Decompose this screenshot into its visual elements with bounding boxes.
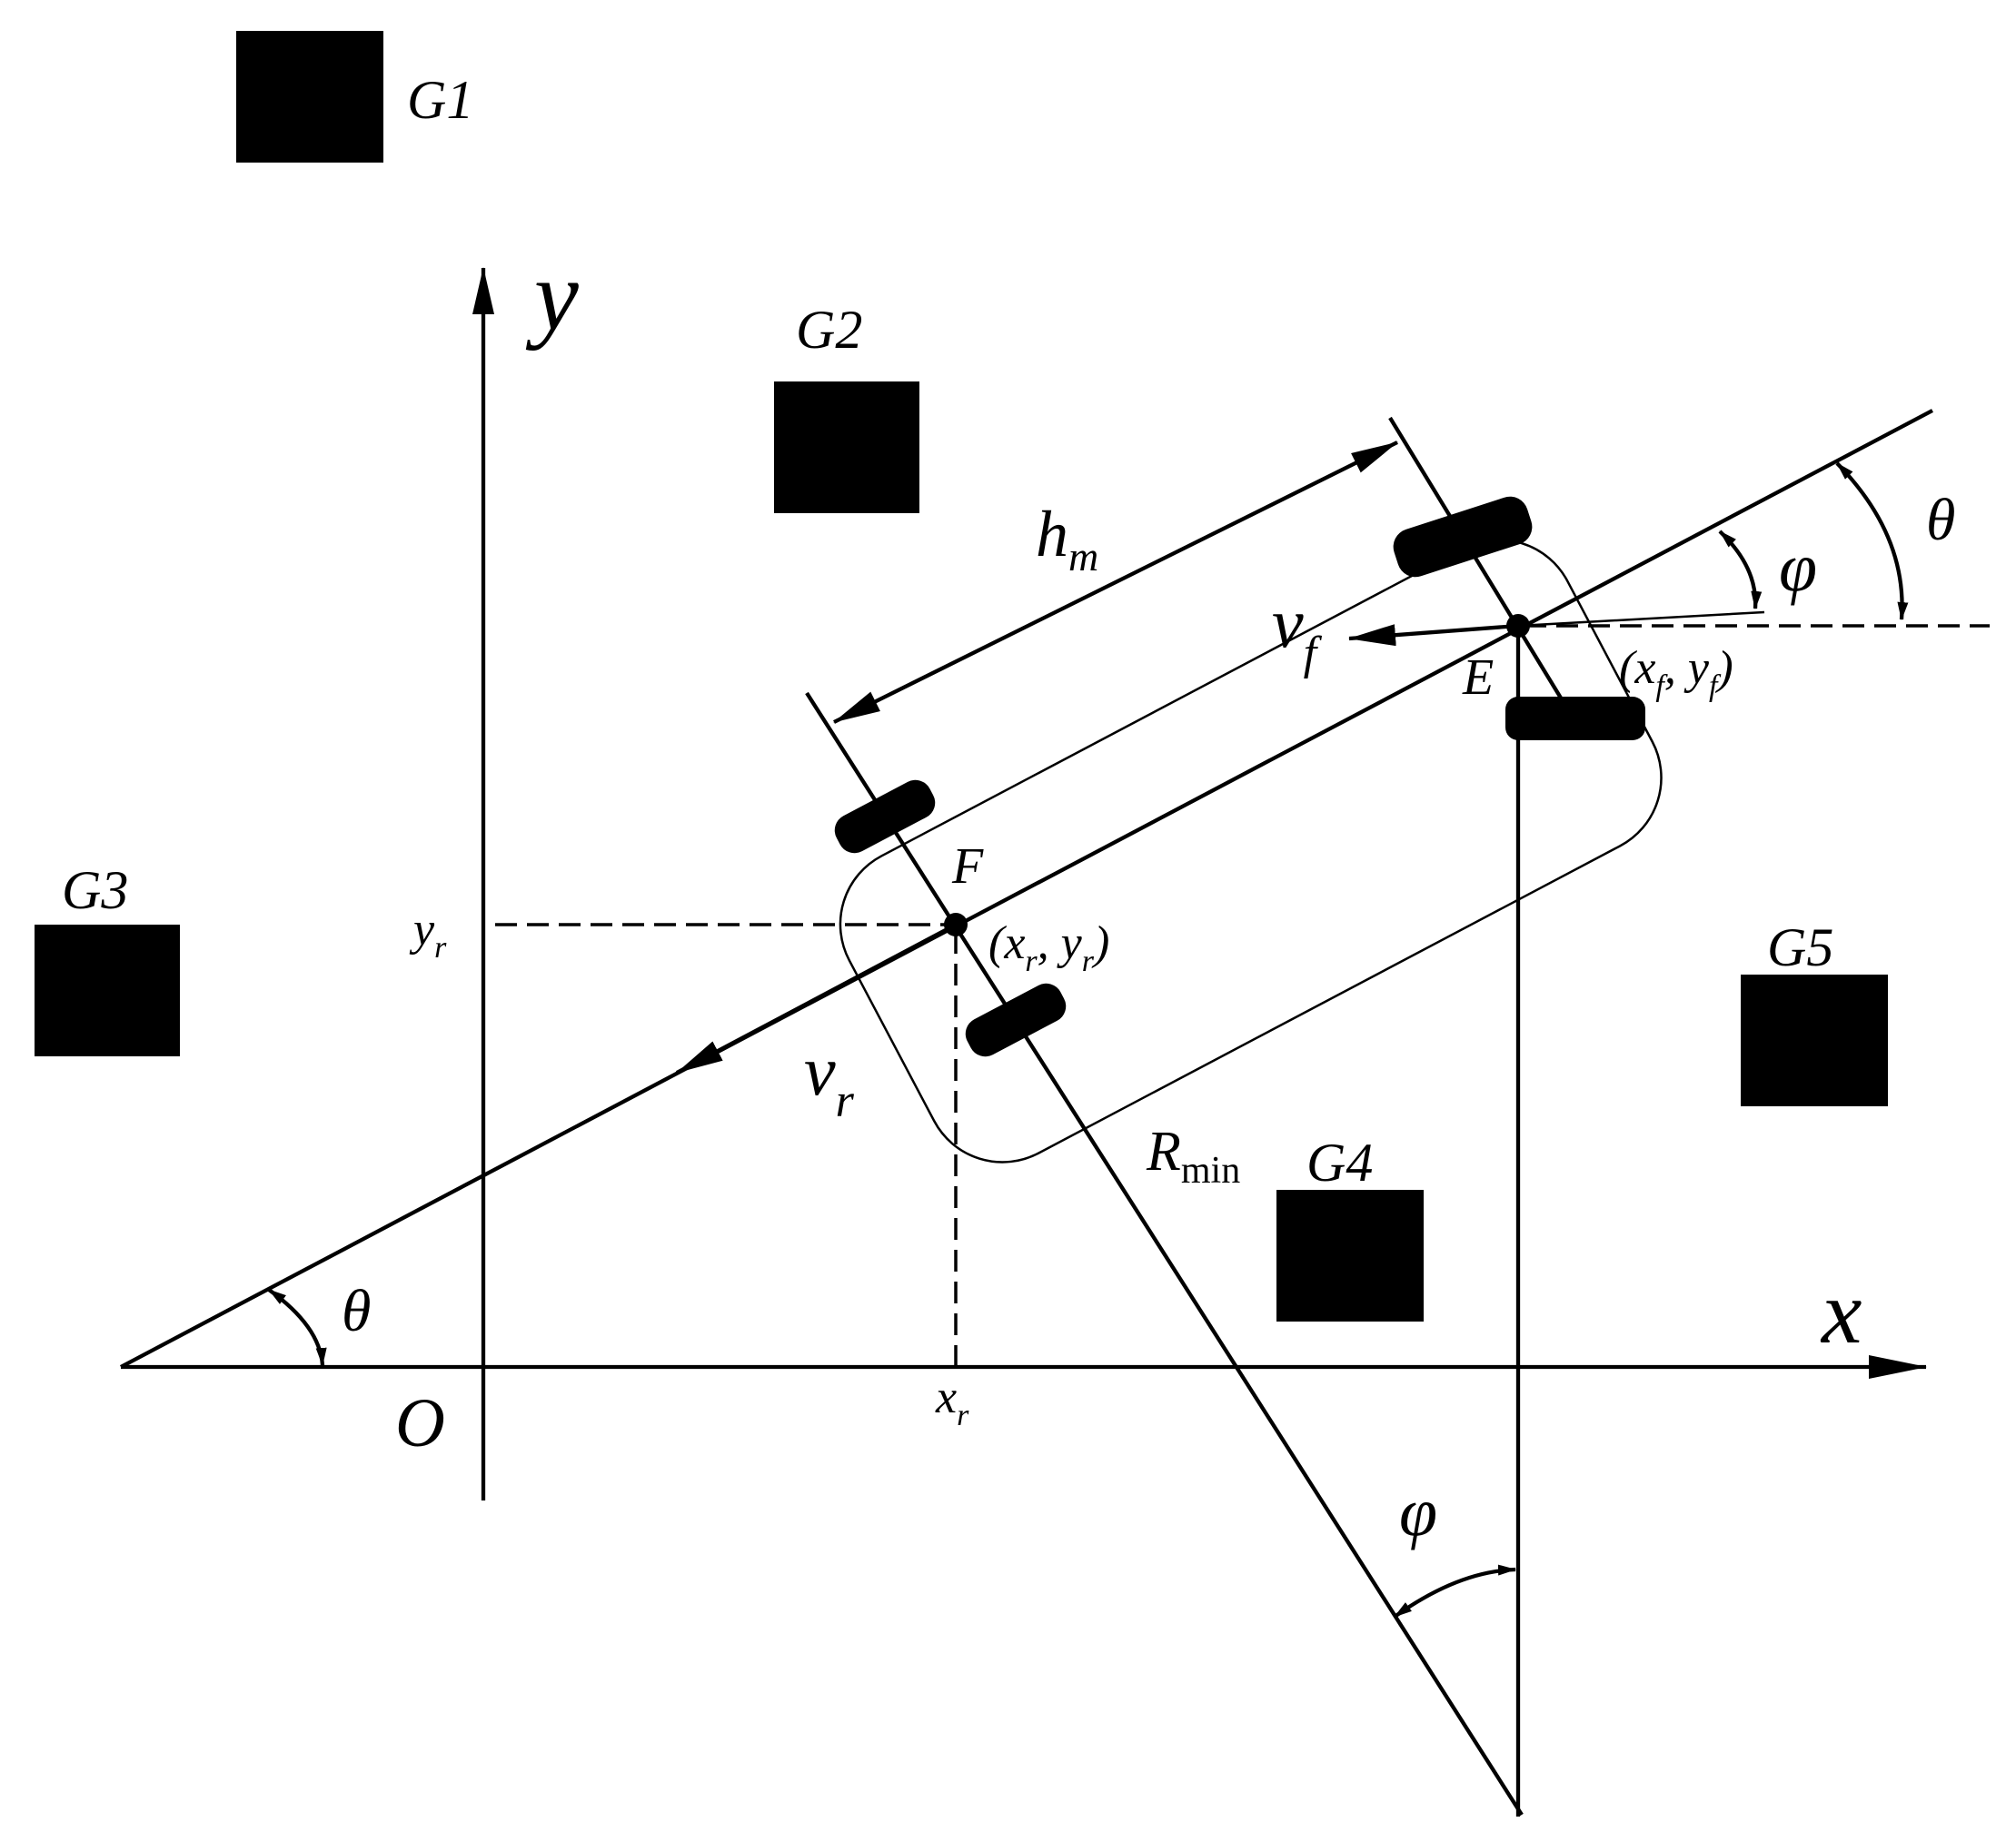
rear-velocity-arrow [675,923,958,1074]
y-axis-label: y [525,240,579,351]
label-g5: G5 [1767,917,1833,977]
vehicle-body [839,539,1663,1164]
phi-arc-top [1718,530,1763,609]
wheelbase-label: hm [1036,498,1098,579]
obstacle-g1 [236,31,383,163]
wheel-rear-upper [834,779,936,854]
theta-label-right: θ [1926,487,1955,553]
theta-label-bottom: θ [342,1278,371,1344]
label-g4: G4 [1306,1133,1373,1193]
label-g3: G3 [62,860,128,920]
obstacle-g2 [774,381,919,513]
front-coordinates: (xf, yf) [1619,642,1733,703]
wheel-rear-lower [965,983,1067,1057]
radius-label: Rmin [1146,1121,1240,1192]
front-velocity-arrow [1348,623,1519,647]
phi-label-top: φ [1779,530,1817,606]
wheelbase-dimension [833,441,1398,724]
theta-arc-bottom [267,1288,327,1366]
heading-line [119,409,1934,1369]
obstacle-g4 [1276,1190,1424,1322]
xr-tick-label: xr [935,1372,969,1432]
yr-tick-label: yr [409,904,447,965]
point-f-label: F [951,838,984,895]
label-g2: G2 [796,300,862,360]
label-g1: G1 [407,70,473,130]
point-e [1506,614,1530,638]
point-f [944,913,968,936]
wheel-front-upper [1393,496,1533,578]
rear-velocity-label: vr [804,1031,855,1127]
obstacle-g5 [1741,975,1888,1106]
wheel-front-lower [1505,697,1645,740]
point-e-label: E [1462,649,1494,706]
theta-arc-right [1835,461,1909,620]
rear-coordinates: (xr, yr) [988,917,1109,978]
front-axle [1388,416,1566,706]
rear-axle [805,691,1524,1817]
obstacle-g3 [35,925,180,1056]
phi-arc-bottom [1393,1564,1516,1619]
steer-direction-line [1517,610,1765,628]
x-axis-label: x [1820,1262,1862,1362]
origin-label: O [395,1385,445,1461]
phi-label-bottom: φ [1399,1474,1437,1550]
front-velocity-label: vf [1272,583,1323,679]
